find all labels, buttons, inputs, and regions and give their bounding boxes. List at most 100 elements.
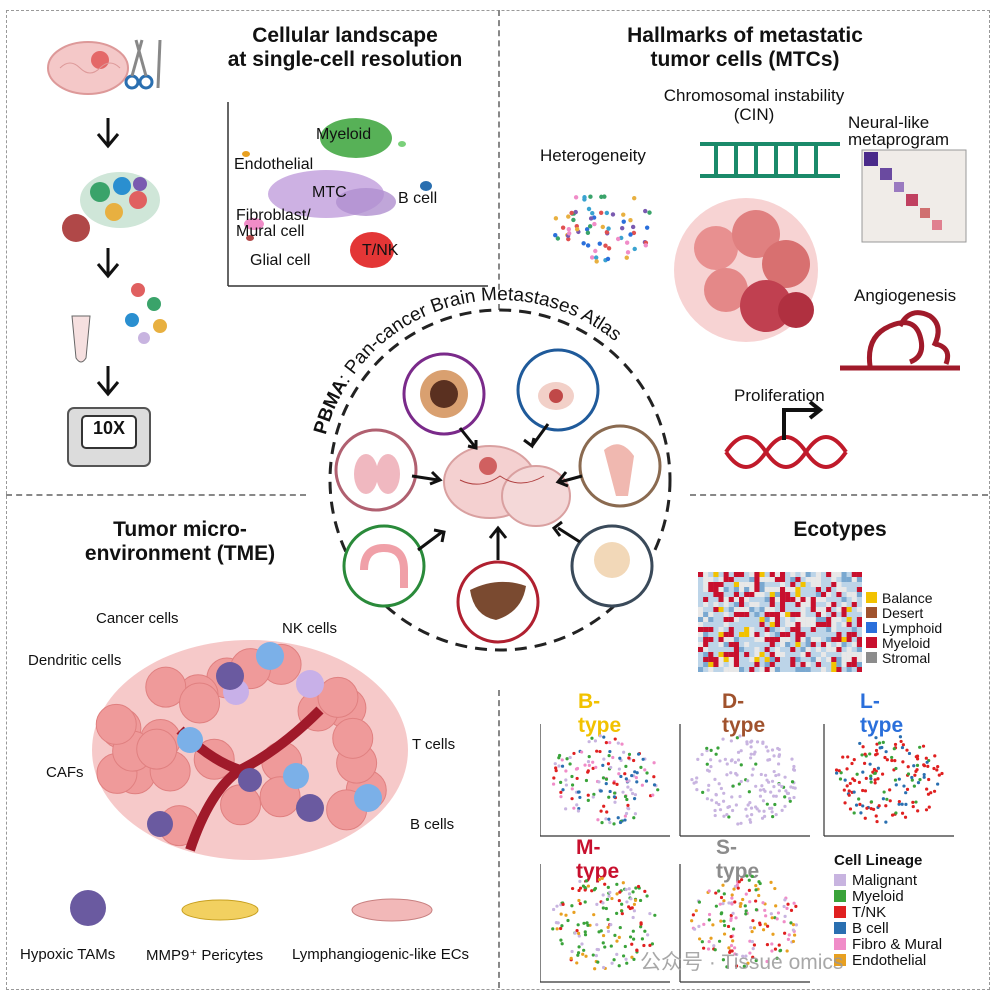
heterogeneity-dot: [586, 206, 592, 212]
umap-point: [648, 911, 652, 916]
umap-point: [754, 884, 758, 888]
umap-point: [927, 777, 931, 782]
umap-point: [595, 902, 599, 906]
horizontal-divider-right: [690, 494, 988, 496]
umap-point: [560, 758, 564, 762]
umap-point: [556, 921, 560, 925]
legend-mmp9-pericytes: MMP9⁺ Pericytes: [146, 947, 264, 964]
umap-point: [570, 783, 575, 787]
umap-point: [761, 740, 765, 744]
umap-point: [893, 778, 898, 782]
umap-point: [621, 881, 625, 885]
heatmap-cell: [795, 587, 801, 593]
umap-point: [615, 911, 619, 915]
umap-point: [744, 807, 748, 811]
umap-point: [653, 913, 657, 917]
legend-swatch: [866, 622, 877, 633]
heterogeneity-dot: [553, 233, 558, 238]
heatmap-cell: [764, 617, 770, 623]
umap-point: [894, 783, 898, 787]
heatmap-cell: [846, 642, 852, 648]
umap-point: [698, 937, 702, 941]
umap-point: [765, 959, 769, 964]
umap-point: [632, 816, 636, 820]
umap-point: [780, 808, 784, 812]
heatmap-cell: [826, 577, 832, 583]
umap-point: [763, 908, 767, 912]
heatmap-cell: [856, 597, 862, 603]
umap-point: [749, 756, 753, 760]
umap-point: [643, 889, 647, 893]
umap-point: [604, 777, 609, 781]
heatmap-cell: [703, 627, 709, 633]
heatmap-cell: [733, 657, 740, 663]
umap-cluster-fibro: [244, 218, 264, 230]
heatmap-cell: [769, 627, 775, 633]
heatmap-cell: [703, 607, 709, 613]
umap-point: [630, 942, 634, 946]
umap-point: [702, 922, 706, 926]
umap-point: [559, 790, 563, 794]
heatmap-cell: [703, 617, 709, 623]
heatmap-cell: [713, 602, 719, 608]
heatmap-cell: [754, 617, 760, 623]
umap-point: [846, 755, 850, 759]
heatmap-cell: [739, 652, 745, 658]
umap-point: [607, 754, 611, 758]
heatmap-cell: [841, 627, 847, 633]
umap-label-endothelial: Endothelial: [234, 156, 314, 173]
umap-point: [793, 786, 797, 790]
umap-point: [630, 791, 635, 796]
heatmap-cell: [769, 637, 775, 643]
heatmap-cell: [718, 667, 724, 672]
heatmap-cell: [800, 667, 806, 672]
umap-point: [705, 746, 709, 750]
umap-cluster-small: [398, 141, 406, 147]
heatmap-cell: [785, 577, 791, 583]
umap-point: [845, 784, 849, 788]
umap-point: [788, 799, 792, 803]
heatmap-cell: [728, 667, 734, 672]
heatmap-cell: [810, 667, 816, 672]
umap-point: [770, 806, 774, 810]
umap-point: [861, 788, 865, 793]
umap-point: [643, 929, 647, 933]
heatmap-cell: [841, 587, 847, 593]
umap-point: [914, 800, 918, 804]
heatmap-cell: [718, 642, 724, 648]
heatmap-cell: [851, 572, 857, 578]
heatmap-cell: [800, 612, 806, 618]
heatmap-cell: [703, 647, 709, 653]
ecotype-label-l-type: L-type: [860, 690, 904, 737]
heatmap-cell: [831, 667, 837, 672]
heatmap-cell: [856, 647, 862, 653]
umap-point: [738, 794, 742, 799]
heatmap-cell: [769, 632, 775, 638]
heterogeneity-dot: [573, 209, 578, 215]
umap-point: [884, 750, 888, 754]
umap-point: [605, 897, 610, 902]
heatmap-cell: [718, 577, 724, 583]
umap-point: [848, 807, 853, 811]
heatmap-cell: [841, 642, 847, 648]
umap-point: [607, 817, 611, 821]
heatmap-cell: [856, 637, 862, 643]
umap-point: [591, 760, 595, 764]
umap-point: [868, 752, 872, 756]
heatmap-cell: [841, 632, 847, 638]
heatmap-cell: [733, 667, 740, 672]
heatmap-cell: [718, 627, 724, 633]
legend-label: Balance: [882, 589, 933, 606]
umap-point: [777, 789, 781, 793]
legend-lymphangiogenic-ecs: Lymphangiogenic-like ECs: [292, 946, 470, 963]
umap-point: [730, 795, 734, 799]
umap-point: [551, 927, 555, 931]
umap-point: [713, 777, 717, 781]
umap-point: [792, 795, 796, 800]
heatmap-cell: [703, 657, 709, 663]
umap-point: [577, 898, 581, 903]
umap-cluster-endothelial: [242, 151, 250, 157]
heatmap-cell: [815, 617, 822, 623]
heatmap-cell: [744, 657, 750, 663]
umap-point: [788, 796, 792, 801]
